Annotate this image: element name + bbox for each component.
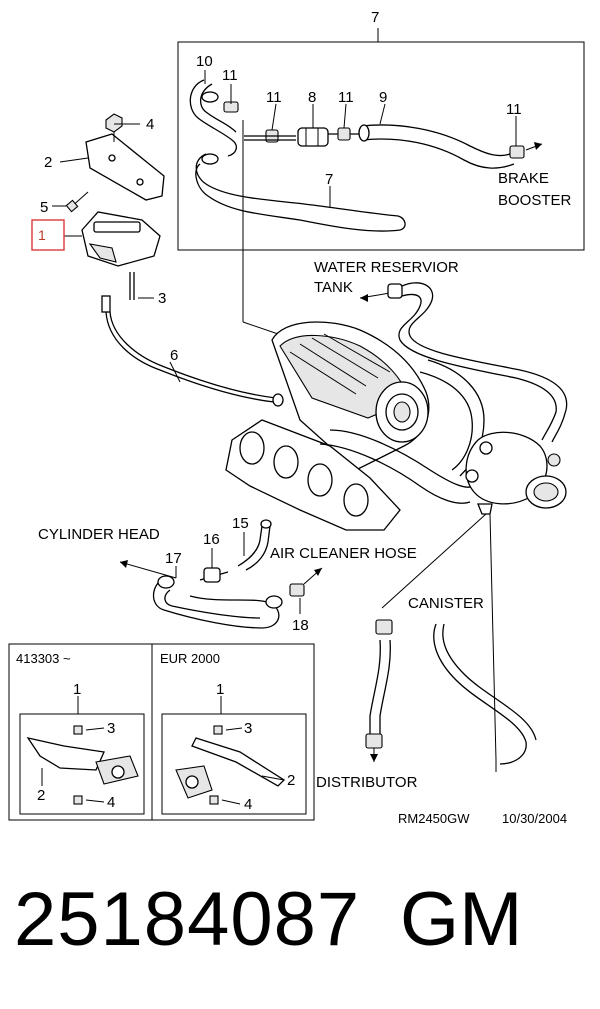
label-canister: CANISTER [408, 595, 484, 612]
callout-11-c: 11 [338, 89, 354, 106]
nut-4 [105, 113, 123, 133]
callout-18: 18 [292, 617, 309, 634]
label-cylinder-head: CYLINDER HEAD [38, 526, 160, 543]
canister-distributor-lines: CANISTER DISTRIBUTOR [316, 513, 537, 791]
brand-name: GM [400, 877, 523, 962]
callout-15: 15 [232, 515, 249, 532]
bracket-2 [85, 133, 165, 201]
hose-10 [189, 79, 238, 157]
inset-right-callout-2: 2 [287, 772, 295, 789]
drawing-code: RM2450GW [398, 811, 470, 826]
callout-16: 16 [203, 531, 220, 548]
label-tank: TANK [314, 279, 353, 296]
callout-3-main: 3 [158, 290, 166, 307]
vacuum-line-6 [105, 311, 275, 403]
callout-11-b: 11 [266, 89, 282, 106]
inset-left-title: 413303 ~ [16, 651, 71, 666]
inset-panels: 413303 ~ 1 3 2 4 EUR 2000 1 3 2 4 [8, 643, 315, 821]
air-cleaner-hoses: CYLINDER HEAD 17 16 15 18 AIR CLEANER HO… [38, 515, 417, 634]
callout-10: 10 [196, 53, 213, 70]
callout-17: 17 [165, 550, 182, 567]
brake-booster-detail: 7 10 11 11 8 [177, 9, 585, 251]
thermostat-housing [465, 431, 567, 515]
drawing-date: 10/30/2004 [502, 811, 567, 826]
callout-9: 9 [379, 89, 387, 106]
hose-9 [361, 124, 511, 157]
inset-outer-frame [8, 643, 315, 821]
callout-7-top: 7 [371, 9, 379, 26]
hose-7 [195, 153, 406, 232]
callout-8: 8 [308, 89, 316, 106]
inset-left-callout-2: 2 [37, 787, 45, 804]
detail-box-frame [177, 41, 585, 251]
label-booster: BOOSTER [498, 192, 572, 209]
callout-1-highlighted: 1 [38, 227, 46, 243]
highlight-box [31, 219, 65, 251]
map-sensor-assembly: 4 2 5 1 3 6 [31, 113, 284, 407]
inset-right-callout-1: 1 [216, 681, 224, 698]
label-brake: BRAKE [498, 170, 549, 187]
inset-left-callout-3: 3 [107, 720, 115, 737]
inset-left-callout-4: 4 [107, 794, 115, 811]
intake-manifold [225, 321, 485, 531]
check-valve-8 [297, 127, 329, 147]
inset-right-callout-3: 3 [244, 720, 252, 737]
hose-15 [237, 525, 263, 567]
clamp-18 [289, 583, 305, 597]
map-sensor [81, 211, 161, 267]
callout-7-inner: 7 [325, 171, 333, 188]
label-water-reservoir: WATER RESERVIOR [314, 259, 459, 276]
callout-11-d: 11 [506, 101, 522, 118]
callout-2-main: 2 [44, 154, 52, 171]
inset-left-callout-1: 1 [73, 681, 81, 698]
label-air-cleaner-hose: AIR CLEANER HOSE [270, 545, 417, 562]
part-number: 25184087 [14, 877, 361, 962]
valve-16 [203, 567, 221, 583]
callout-6: 6 [170, 347, 178, 364]
callout-5: 5 [40, 199, 48, 216]
callout-4-main: 4 [146, 116, 154, 133]
canister-hose [433, 623, 527, 765]
label-distributor: DISTRIBUTOR [316, 774, 418, 791]
inset-right-callout-4: 4 [244, 796, 252, 813]
inset-right-title: EUR 2000 [160, 651, 220, 666]
callout-11-a: 11 [222, 67, 238, 84]
water-reservoir-line: WATER RESERVIOR TANK [314, 259, 568, 443]
hose-17 [152, 577, 280, 629]
